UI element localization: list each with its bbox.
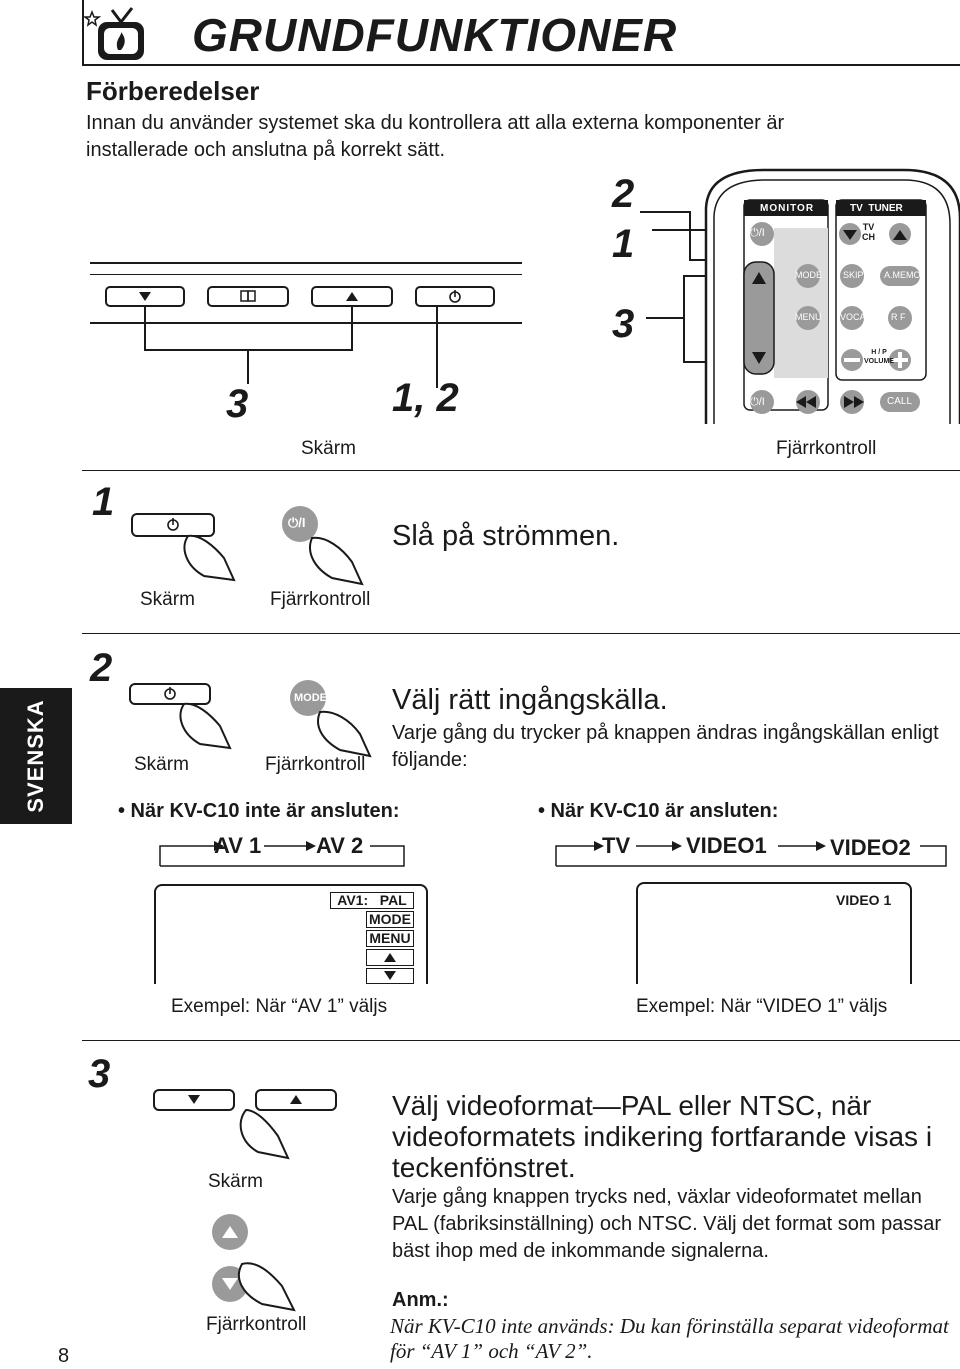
seq-av2: AV 2	[316, 833, 364, 858]
tv-logo-icon	[82, 6, 148, 62]
not-connected-sequence-arrows	[159, 841, 947, 867]
step1-screen-label: Skärm	[140, 589, 195, 610]
step3-remote-buttons	[212, 1214, 296, 1312]
remote-key-tv-ch: TV CH	[862, 222, 875, 242]
step3-screen-buttons	[153, 1089, 337, 1160]
title-rule	[82, 0, 84, 66]
not-connected-title: • När KV-C10 inte är ansluten:	[118, 800, 400, 822]
step1-remote-power-button	[282, 506, 364, 586]
remote-key-monitor: MONITOR	[760, 203, 815, 214]
remote-key-call: CALL	[887, 396, 913, 407]
callout-remote-2: 2	[612, 172, 635, 216]
prep-heading: Förberedelser	[86, 76, 260, 106]
step3-screen-label: Skärm	[208, 1171, 263, 1192]
osd-up	[366, 949, 414, 966]
remote-key-rf: R F	[891, 312, 906, 322]
callout-remote-1: 1	[612, 222, 635, 266]
screen-panel-line	[90, 274, 522, 275]
step1-divider	[82, 470, 960, 471]
remote-key-tv-tuner: TV TUNER	[850, 203, 903, 214]
step3-heading: Välj videoformat—PAL eller NTSC, när vid…	[392, 1090, 933, 1183]
screen-panel-top	[90, 262, 522, 264]
step2-remote-label: Fjärrkontroll	[265, 754, 366, 775]
osd-down-icon	[384, 971, 396, 980]
callout-remote-3: 3	[612, 302, 635, 346]
overview-screen-label: Skärm	[301, 438, 356, 459]
osd-up-icon	[384, 953, 396, 962]
step2-divider	[82, 633, 960, 634]
callout-screen-1-2: 1, 2	[392, 376, 459, 420]
seq-av1: AV 1	[214, 833, 262, 858]
osd-av1-pal: AV1: PAL	[330, 892, 414, 909]
step1-heading: Slå på strömmen.	[392, 520, 620, 552]
osd-menu: MENU	[366, 930, 414, 947]
osd-video1: VIDEO 1	[836, 892, 892, 908]
page-title: GRUNDFUNKTIONER	[192, 9, 678, 61]
screen-panel-buttons	[105, 211, 792, 388]
remote-key-vocal: VOCAL	[840, 312, 871, 322]
step1-remote-label: Fjärrkontroll	[270, 589, 371, 610]
remote-key-hp-volume: H / P VOLUME	[864, 349, 894, 365]
side-tab: SVENSKA	[0, 688, 72, 824]
example-screen-av1	[154, 884, 428, 984]
screen-panel-bottom	[90, 322, 522, 324]
connected-title: • När KV-C10 är ansluten:	[538, 800, 779, 822]
step2-heading: Välj rätt ingångskälla.	[392, 684, 668, 716]
remote-key-monitor-power: ⏻/I	[750, 227, 765, 239]
title-underline	[82, 64, 960, 66]
step1-screen-power-button	[131, 513, 236, 582]
seq-video2: VIDEO2	[830, 835, 911, 860]
step2-remote-mode-glyph: MODE	[294, 692, 327, 704]
step3-divider	[82, 1040, 960, 1041]
callout-screen-3: 3	[226, 382, 249, 426]
osd-mode: MODE	[366, 911, 414, 928]
page-number: 8	[58, 1345, 70, 1367]
step3-text: Varje gång knappen trycks ned, växlar vi…	[392, 1186, 942, 1262]
note-heading: Anm.:	[392, 1289, 449, 1311]
step2-screen-power-button	[129, 683, 232, 750]
example-screen-video1	[636, 882, 912, 984]
step3-remote-label: Fjärrkontroll	[206, 1314, 307, 1335]
seq-tv: TV	[602, 833, 631, 858]
example-left-caption: Exempel: När “AV 1” väljs	[171, 996, 388, 1017]
note-text: När KV-C10 inte används: Du kan förinstä…	[390, 1314, 949, 1363]
step1-number: 1	[92, 480, 115, 524]
step1-remote-power-glyph: ⏻/I	[288, 515, 306, 530]
remote-control	[704, 168, 960, 424]
remote-key-amemo: A.MEMO	[884, 270, 921, 280]
step2-text: Varje gång du trycker på knappen ändras …	[392, 722, 939, 771]
step2-number: 2	[90, 646, 113, 690]
step3-number: 3	[88, 1052, 111, 1096]
prep-text: Innan du använder systemet ska du kontro…	[86, 112, 785, 161]
overview-remote-label: Fjärrkontroll	[776, 438, 877, 459]
remote-key-skip: SKIP	[843, 270, 864, 280]
seq-video1: VIDEO1	[686, 833, 767, 858]
remote-key-menu: MENU	[795, 312, 822, 322]
step2-screen-label: Skärm	[134, 754, 189, 775]
remote-key-mode: MODE	[795, 270, 822, 280]
step2-remote-mode-button	[290, 680, 372, 758]
osd-down	[366, 968, 414, 984]
remote-key-power-bottom: ⏻/I	[750, 396, 765, 408]
example-right-caption: Exempel: När “VIDEO 1” väljs	[636, 996, 888, 1017]
